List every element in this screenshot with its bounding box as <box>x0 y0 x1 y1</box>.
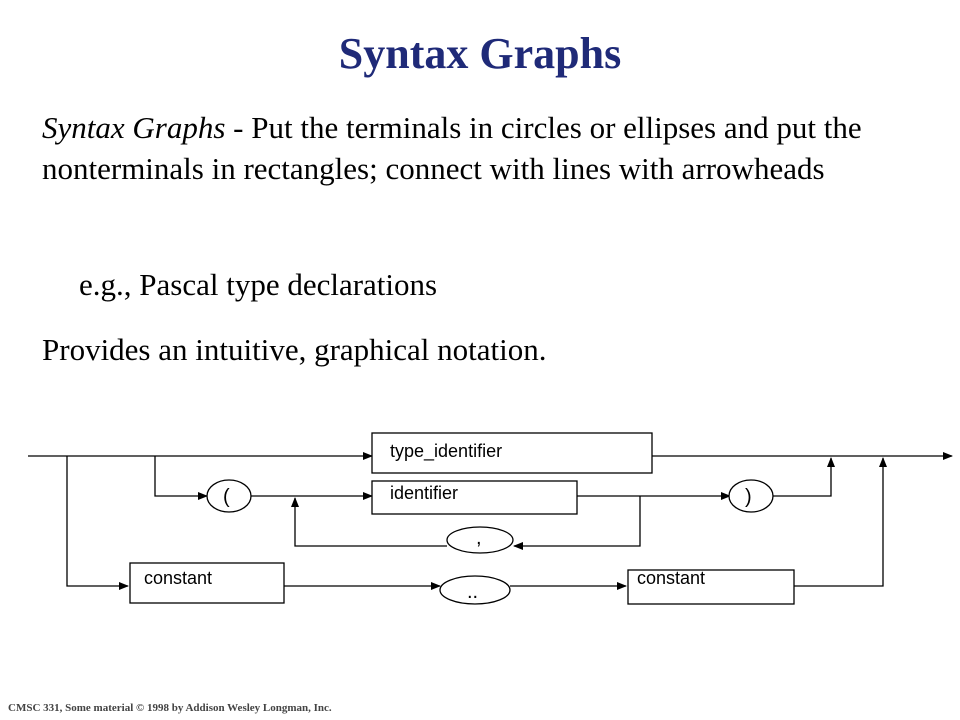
close-paren-merge-line <box>773 457 835 497</box>
identifier-box <box>371 480 578 515</box>
page-title: Syntax Graphs <box>338 29 622 78</box>
definition-paragraph: Syntax Graphs - Put the terminals in cir… <box>42 107 922 189</box>
branch-to-open-paren <box>154 456 208 500</box>
close-paren-ellipse <box>728 479 774 513</box>
type-identifier-label: type_identifier <box>390 441 502 462</box>
identifier-label: identifier <box>390 483 458 503</box>
type-identifier-box <box>371 432 653 474</box>
open-paren-ellipse <box>206 479 252 513</box>
open-paren-label: ( <box>223 486 230 508</box>
constant-right-box <box>627 569 795 605</box>
constant-right-label: constant <box>637 568 705 588</box>
branch-to-constant <box>66 456 129 590</box>
comma-loop-down <box>513 496 641 550</box>
constant-left-label: constant <box>144 568 212 588</box>
footer-copyright: CMSC 331, Some material © 1998 by Addiso… <box>8 702 332 714</box>
comma-ellipse <box>446 526 514 554</box>
definition-term: Syntax Graphs <box>42 110 226 145</box>
dotdot-label: .. <box>467 581 478 603</box>
close-paren-label: ) <box>745 486 752 508</box>
definition-text: - Put the terminals in circles or ellips… <box>42 110 862 186</box>
comma-loop-back <box>291 497 447 547</box>
constant-left-box <box>129 562 285 604</box>
example-paragraph: e.g., Pascal type declarations <box>79 267 438 302</box>
summary-paragraph: Provides an intuitive, graphical notatio… <box>42 332 547 367</box>
comma-label: , <box>476 527 482 549</box>
dotdot-ellipse <box>439 575 511 605</box>
subrange-merge-line <box>782 457 887 587</box>
